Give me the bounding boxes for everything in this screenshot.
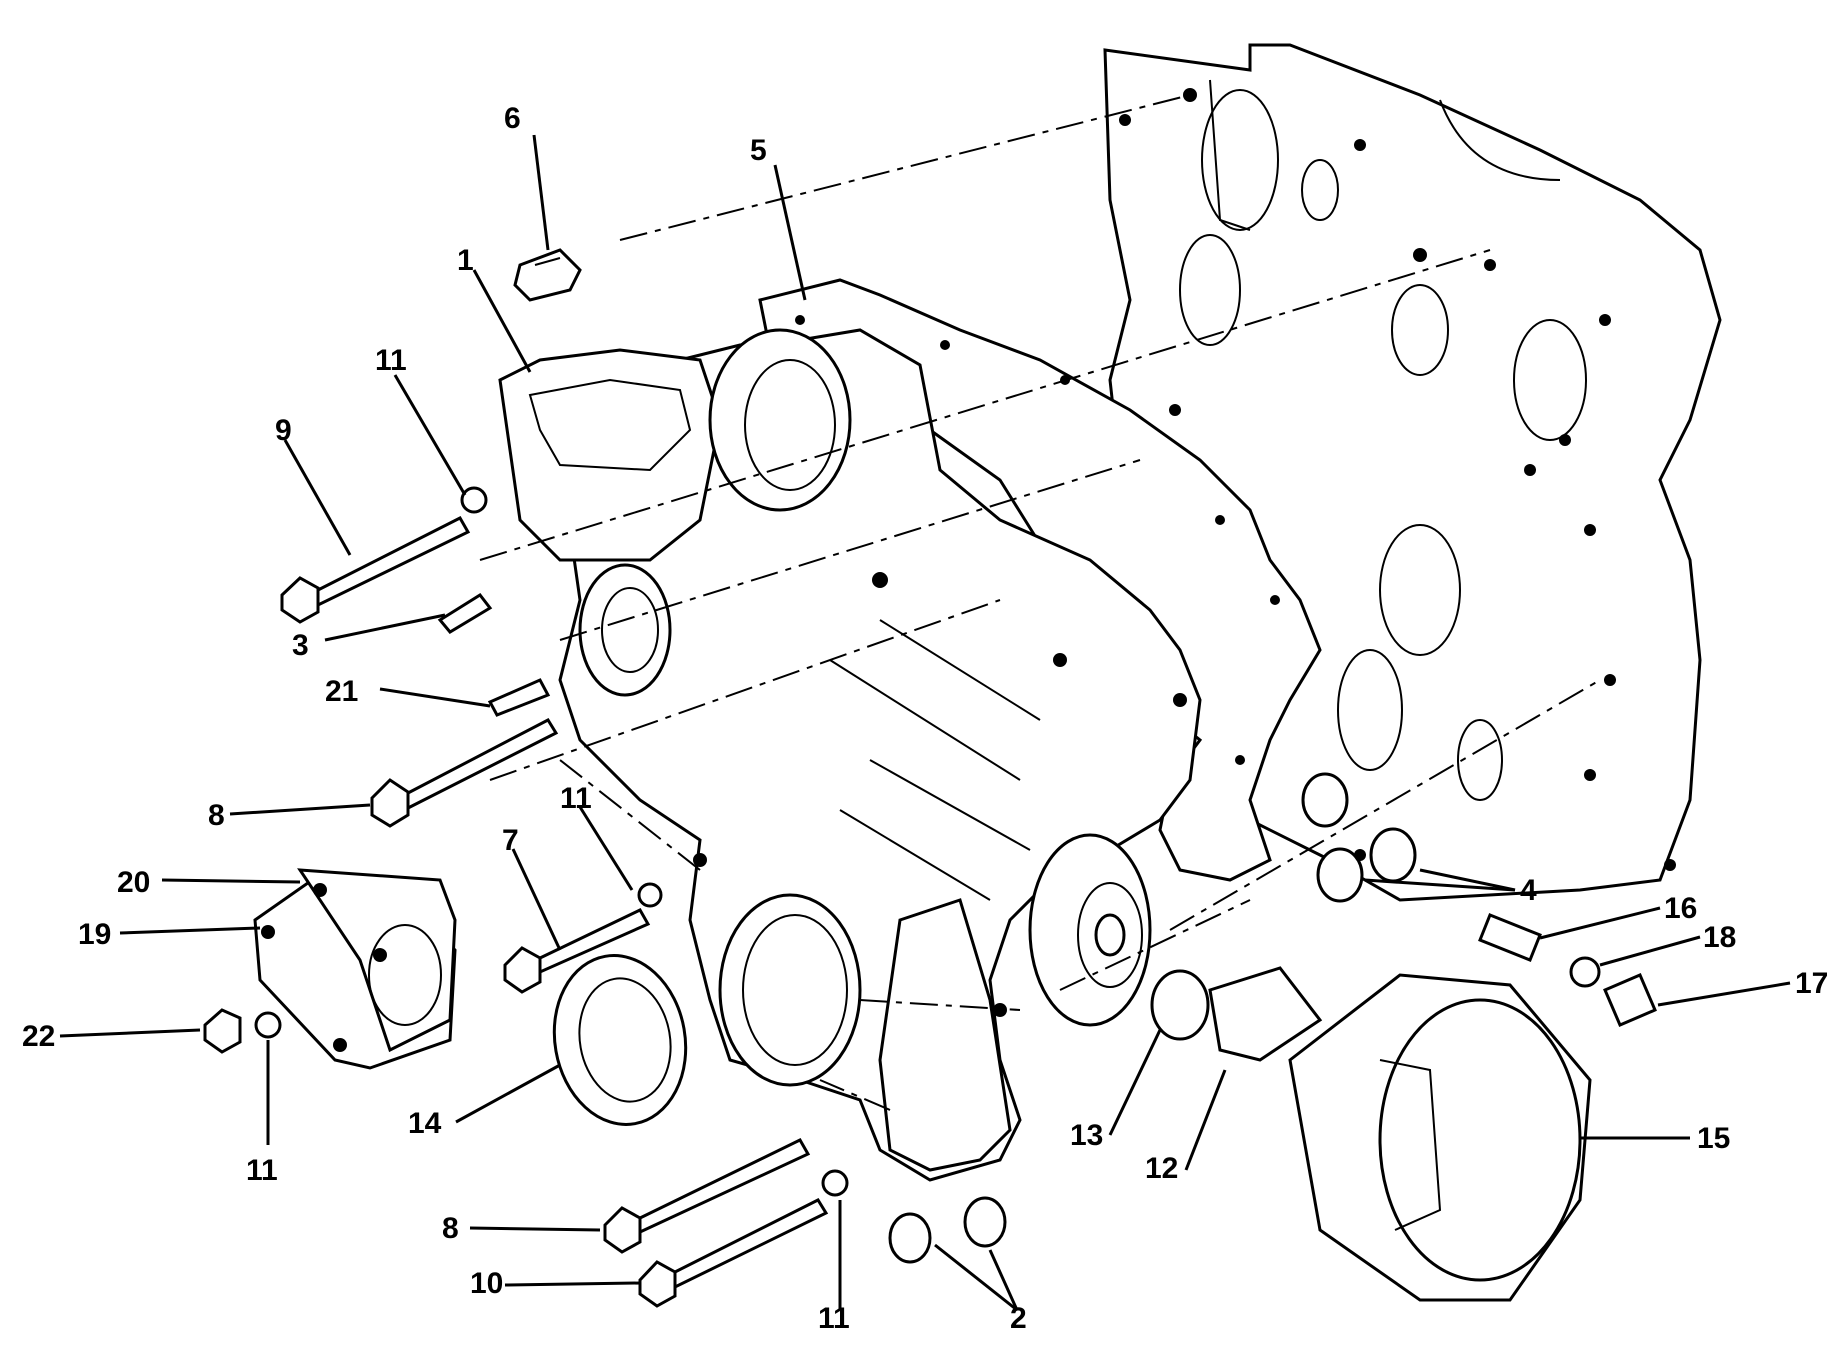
dowel-pin [437, 593, 493, 634]
callout-5: 5 [750, 134, 767, 167]
timing-cover-housing [498, 328, 1202, 1182]
callout-22: 22 [22, 1020, 55, 1053]
oil-filter [1288, 973, 1592, 1302]
callout-11-lower-left: 11 [246, 1154, 278, 1187]
cover-plate [253, 868, 457, 1070]
callout-19: 19 [78, 918, 111, 951]
callout-8-lower: 8 [442, 1212, 459, 1245]
callout-20: 20 [117, 866, 150, 899]
callout-9: 9 [275, 414, 292, 447]
callout-11-top: 11 [375, 344, 407, 377]
callout-11-mid: 11 [560, 782, 592, 815]
callout-15: 15 [1697, 1122, 1730, 1155]
callout-8-upper: 8 [208, 799, 225, 832]
stud [487, 678, 551, 717]
bolt-7 [503, 882, 663, 994]
callout-11-bottom: 11 [818, 1302, 850, 1335]
pipe-plug [513, 248, 582, 302]
nut-and-washer [203, 1008, 282, 1054]
relief-valve-parts [1478, 913, 1657, 1027]
filter-adapter [1150, 966, 1323, 1062]
center-lines [379, 94, 1601, 1111]
callout-17: 17 [1795, 967, 1828, 1000]
callout-21: 21 [325, 675, 358, 708]
callout-13: 13 [1070, 1119, 1103, 1152]
bolt-9 [280, 486, 488, 624]
bolt-8-upper [370, 718, 559, 828]
bolts-lower [603, 1138, 849, 1308]
callout-labels: 6 5 1 11 9 3 21 8 20 19 22 11 7 11 14 8 … [22, 102, 1828, 1335]
callout-2: 2 [1010, 1302, 1027, 1335]
callout-7: 7 [502, 824, 519, 857]
callout-12: 12 [1145, 1152, 1178, 1185]
oil-seal [552, 954, 688, 1126]
callout-10: 10 [470, 1267, 503, 1300]
callout-16: 16 [1664, 892, 1697, 925]
callout-1: 1 [457, 244, 474, 277]
callout-3: 3 [292, 629, 309, 662]
callout-4: 4 [1520, 874, 1537, 907]
callout-14: 14 [408, 1107, 442, 1140]
callout-18: 18 [1703, 921, 1736, 954]
plugs [888, 1196, 1007, 1264]
leader-lines [59, 134, 1791, 1312]
callout-6: 6 [504, 102, 521, 135]
